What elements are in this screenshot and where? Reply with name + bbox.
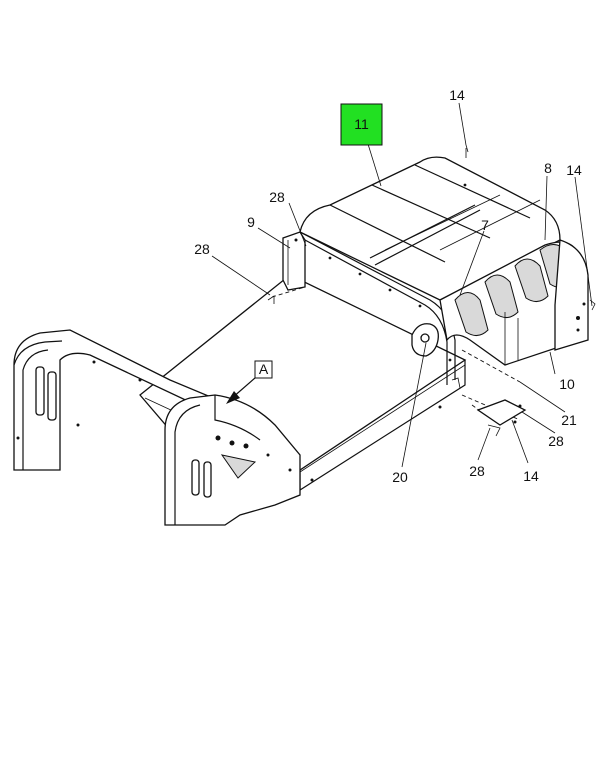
callout-10[interactable]: 10 xyxy=(559,376,575,392)
view-a-indicator: A xyxy=(226,360,273,404)
top-cover xyxy=(299,156,561,301)
callout-14-bottom[interactable]: 14 xyxy=(523,468,539,484)
callout-11-highlight xyxy=(340,103,383,146)
callout-7[interactable]: 7 xyxy=(481,217,489,233)
callout-14-top[interactable]: 14 xyxy=(449,87,465,103)
callout-labels: 14 8 14 28 9 7 28 10 21 28 28 20 14 xyxy=(194,87,582,485)
leader-lines xyxy=(211,102,596,468)
callout-28-left[interactable]: 28 xyxy=(194,241,210,257)
callout-20[interactable]: 20 xyxy=(392,469,408,485)
callout-8[interactable]: 8 xyxy=(544,160,552,176)
access-cover xyxy=(411,323,439,357)
side-bracket xyxy=(282,231,306,291)
callout-9[interactable]: 9 xyxy=(247,214,255,230)
callout-11[interactable]: 11 xyxy=(340,103,383,146)
end-panel xyxy=(554,239,589,351)
view-a-box xyxy=(254,360,273,379)
callout-11-label: 11 xyxy=(354,116,369,132)
callout-28-top[interactable]: 28 xyxy=(269,189,285,205)
view-a-label: A xyxy=(259,361,269,377)
callout-21[interactable]: 21 xyxy=(561,412,577,428)
callout-14-right[interactable]: 14 xyxy=(566,162,582,178)
exploded-parts xyxy=(267,286,527,437)
view-a-arrow xyxy=(226,391,240,404)
front-fender xyxy=(164,394,301,526)
callout-28-bottom[interactable]: 28 xyxy=(469,463,485,479)
callout-28-right[interactable]: 28 xyxy=(548,433,564,449)
